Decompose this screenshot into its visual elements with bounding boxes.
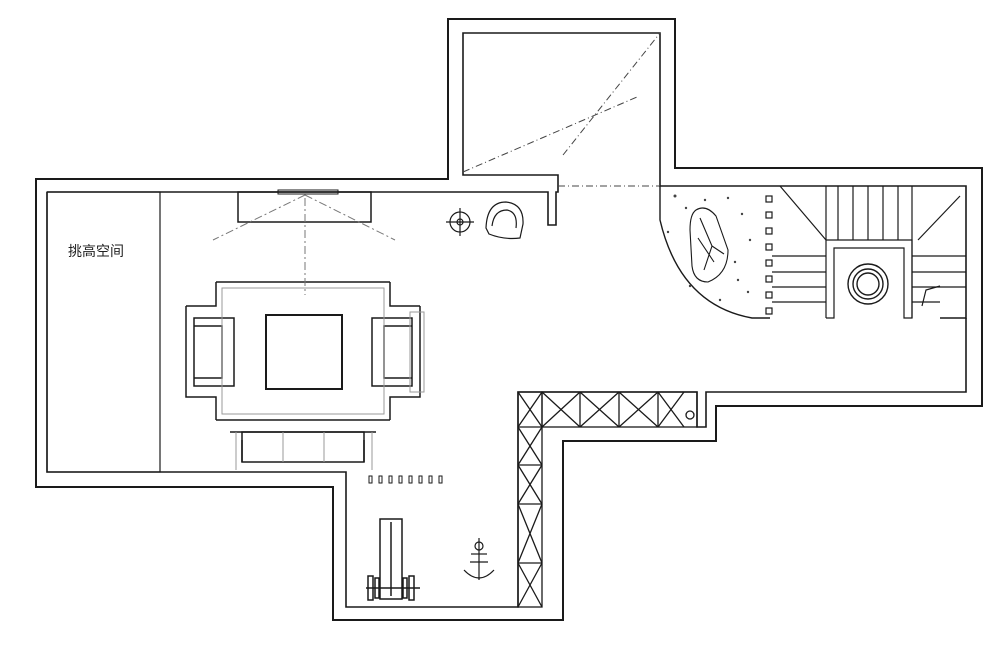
strip-ticks (368, 475, 443, 484)
living-room-thin-lines (221, 287, 425, 470)
curved-balcony (659, 186, 770, 319)
living-room-set (185, 189, 421, 463)
storage-cabinet (517, 391, 698, 608)
floor-lamp (446, 208, 474, 236)
double-height-void (46, 191, 161, 473)
outer-wall (35, 18, 983, 621)
stair-newel (847, 263, 889, 305)
top-room-opening (462, 32, 661, 187)
armchair (485, 201, 524, 240)
staircase (765, 185, 966, 319)
weight-bench (366, 518, 420, 601)
double-height-space-label: 挑高空间 (68, 244, 124, 260)
exercise-station (463, 538, 495, 580)
tv-projection-lines (212, 194, 396, 295)
lounge-chair (689, 207, 729, 283)
balcony-dots (666, 194, 752, 302)
